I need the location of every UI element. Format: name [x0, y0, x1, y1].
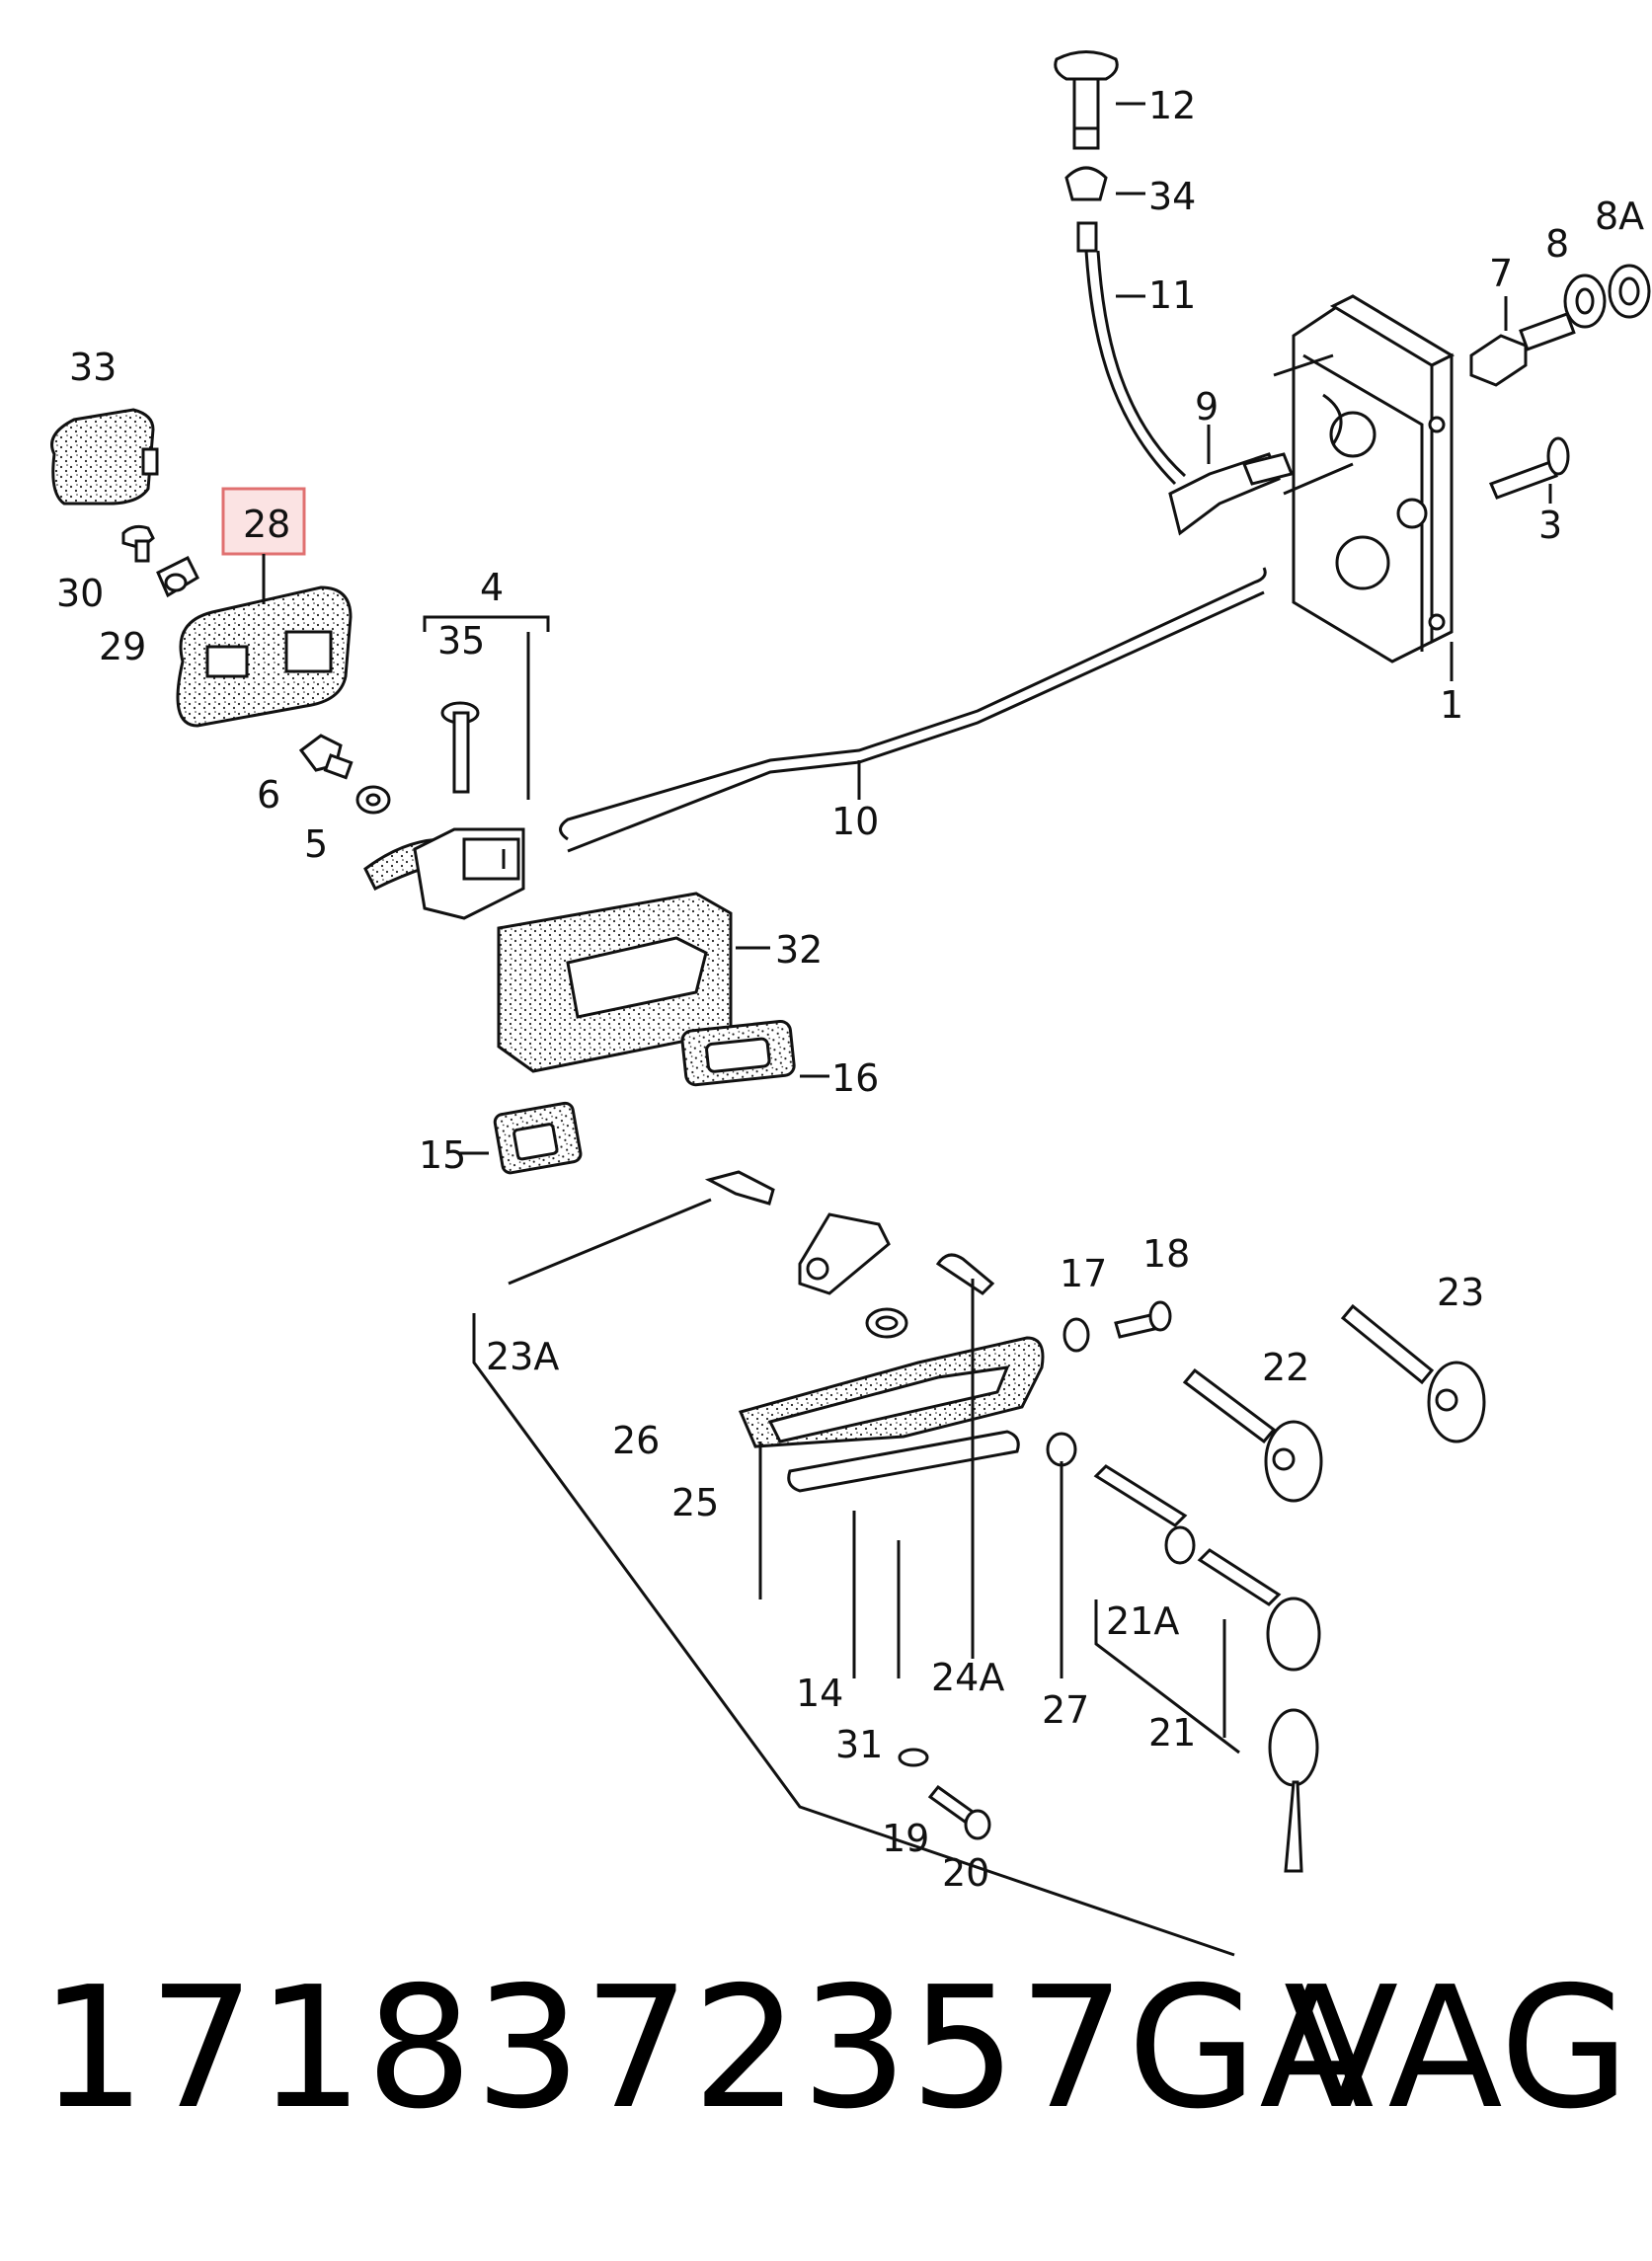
- part-4-inner-handle: [363, 615, 550, 920]
- label-12: 12: [1148, 84, 1196, 127]
- part-34-grommet: [1064, 166, 1145, 201]
- part-32-foam-pad: [497, 892, 770, 1073]
- label-35: 35: [437, 619, 485, 663]
- label-5: 5: [304, 822, 328, 866]
- label-4: 4: [480, 566, 504, 609]
- part-27-washer: [1046, 1432, 1077, 1467]
- part-17-bushing: [1062, 1317, 1090, 1353]
- part-35-pin: [440, 701, 480, 794]
- part-29-grommet: [156, 555, 199, 598]
- label-15: 15: [419, 1133, 466, 1177]
- part-3-screw: [1488, 436, 1570, 504]
- part-15-gasket: [459, 1101, 583, 1175]
- part-number: 1718372357GA: [39, 1951, 1377, 2146]
- label-17: 17: [1060, 1252, 1107, 1295]
- label-31: 31: [835, 1723, 883, 1766]
- label-32: 32: [775, 928, 823, 972]
- brand-name: VAG: [1284, 1951, 1630, 2146]
- label-34: 34: [1148, 175, 1196, 218]
- part-20-screw: [927, 1784, 991, 1840]
- part-12-lock-knob: [1054, 50, 1145, 150]
- label-25: 25: [671, 1481, 719, 1524]
- label-11: 11: [1148, 273, 1196, 317]
- label-20: 20: [942, 1851, 989, 1895]
- part-14-outer-handle: [738, 1336, 1045, 1448]
- label-8a: 8A: [1595, 195, 1644, 238]
- label-21: 21: [1148, 1711, 1196, 1754]
- part-9-clip: [1168, 425, 1295, 536]
- label-22: 22: [1262, 1346, 1309, 1389]
- label-33: 33: [69, 346, 117, 389]
- label-14: 14: [796, 1672, 843, 1715]
- part-22-key: [1182, 1367, 1323, 1503]
- label-1: 1: [1440, 683, 1463, 727]
- part-18-screw: [1114, 1300, 1172, 1339]
- label-27: 27: [1042, 1688, 1089, 1732]
- part-23-key: [1340, 1303, 1486, 1443]
- label-29: 29: [99, 625, 146, 668]
- part-11-rod: [1076, 221, 1187, 486]
- label-6: 6: [257, 773, 280, 817]
- highlight-box-28: [221, 487, 306, 556]
- label-24a: 24A: [931, 1656, 1004, 1699]
- label-10: 10: [831, 800, 879, 843]
- label-3: 3: [1538, 504, 1562, 547]
- label-19: 19: [882, 1817, 929, 1860]
- group-brackets: [472, 1279, 1240, 1957]
- part-16-gasket: [680, 1019, 829, 1087]
- part-8a-washer: [1608, 264, 1651, 319]
- label-7: 7: [1489, 252, 1513, 295]
- part-30-screw: [121, 524, 155, 563]
- part-24a-screw: [935, 1253, 995, 1295]
- label-21a: 21A: [1106, 1599, 1179, 1643]
- label-16: 16: [831, 1056, 879, 1100]
- part-23a-screw: [508, 1170, 775, 1286]
- part-21a-cylinder: [1093, 1464, 1196, 1565]
- label-8: 8: [1545, 222, 1569, 266]
- part-10-connecting-rod: [559, 567, 1267, 853]
- label-28: 28: [243, 503, 290, 546]
- part-25-spring: [865, 1307, 908, 1339]
- part-33-cap: [50, 408, 159, 506]
- label-23: 23: [1437, 1271, 1484, 1314]
- part-28-trim-plate: [176, 585, 353, 728]
- part-21-keys: [1197, 1548, 1321, 1873]
- label-26: 26: [612, 1419, 660, 1462]
- part-1-lock-housing: [1273, 294, 1455, 681]
- part-6-bolt: [298, 734, 354, 780]
- part-26-bracket: [798, 1212, 891, 1295]
- label-30: 30: [56, 572, 104, 615]
- label-9: 9: [1195, 385, 1219, 429]
- label-18: 18: [1142, 1232, 1190, 1276]
- part-7-bolt: [1469, 296, 1576, 387]
- part-31-seal: [787, 1430, 1020, 1493]
- label-23a: 23A: [486, 1335, 559, 1378]
- part-5-washer: [355, 785, 391, 815]
- part-19-circlip: [898, 1748, 929, 1767]
- part-8-washer: [1563, 273, 1607, 329]
